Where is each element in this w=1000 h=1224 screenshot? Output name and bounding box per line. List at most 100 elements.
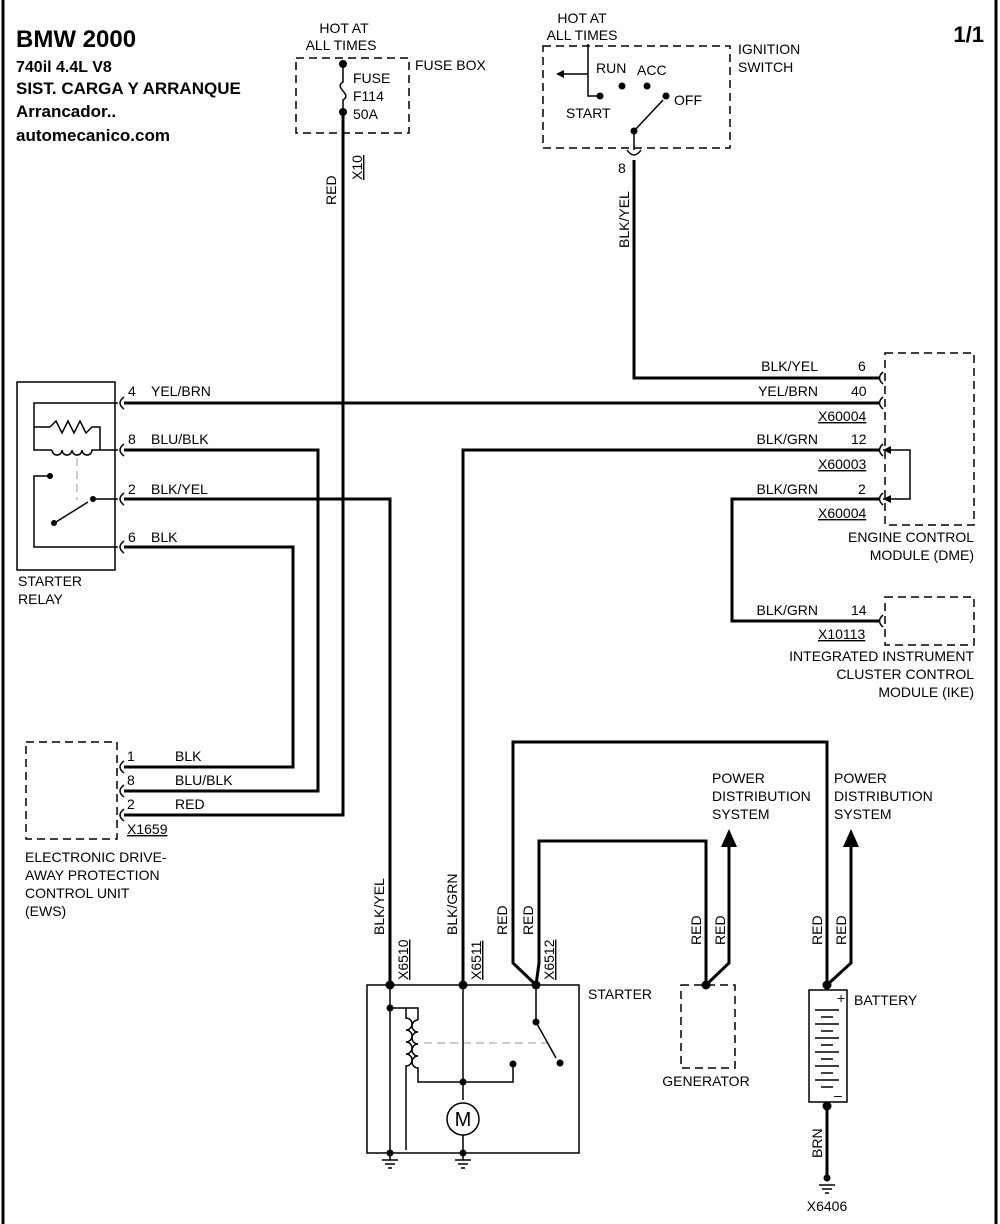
starter-outline bbox=[366, 984, 580, 1154]
ignition-pin8-socket bbox=[626, 149, 642, 156]
relay-contact-2 bbox=[90, 496, 96, 502]
dme-socket-40 bbox=[878, 396, 884, 410]
relay-socket-4 bbox=[119, 396, 125, 410]
wire-blkyel-relay-to-starter bbox=[124, 497, 392, 985]
generator-pds-3: SYSTEM bbox=[712, 806, 770, 822]
dme-arrow-2-icon bbox=[883, 495, 891, 503]
ews-pin-1: 1 bbox=[127, 748, 135, 764]
fuse-connector-x10: X10 bbox=[349, 155, 365, 180]
ike-socket-14 bbox=[878, 614, 884, 628]
relay-coil-lower bbox=[33, 427, 52, 451]
battery-positive-node bbox=[822, 980, 832, 990]
wire-red-fuse-to-ews bbox=[124, 112, 345, 817]
starter-connector-x6512: X6512 bbox=[541, 939, 557, 980]
relay-wire-8: BLU/BLK bbox=[151, 431, 209, 447]
wire-blkgrn-dme-to-starter bbox=[461, 448, 879, 985]
ews-control-unit: 1 BLK 8 BLU/BLK 2 RED X1659 ELECTRONIC D… bbox=[25, 741, 233, 919]
ews-label-2: AWAY PROTECTION bbox=[25, 867, 160, 883]
dme-label-1: ENGINE CONTROL bbox=[848, 529, 974, 545]
dme-connector-x60004-a: X60004 bbox=[818, 408, 866, 424]
website-line: automecanico.com bbox=[16, 126, 170, 145]
dme-wire-12: BLK/GRN bbox=[757, 431, 818, 447]
starter-relay: 4 YEL/BRN 8 BLU/BLK 2 BLK/YEL 6 BLK STAR… bbox=[16, 381, 211, 607]
ews-wire-1: BLK bbox=[175, 748, 202, 764]
relay-wire-6: BLK bbox=[151, 529, 178, 545]
arrow-up-icon bbox=[843, 829, 859, 847]
ike-outline bbox=[884, 596, 975, 646]
fuse-box: HOT AT ALL TIMES FUSE BOX FUSE F114 50A … bbox=[295, 20, 486, 205]
fuse-text-3: 50A bbox=[353, 106, 379, 122]
ike-label-3: MODULE (IKE) bbox=[878, 684, 974, 700]
generator-label: GENERATOR bbox=[662, 1073, 749, 1089]
ews-socket-8 bbox=[119, 784, 125, 798]
dme-pin-2: 2 bbox=[858, 481, 866, 497]
starter-contact-a bbox=[509, 1060, 517, 1068]
off-contact bbox=[662, 92, 670, 100]
ignition-hot-line1: HOT AT bbox=[557, 10, 607, 26]
starter-motor-label: M bbox=[455, 1109, 472, 1131]
ignition-switch-arm bbox=[633, 99, 664, 132]
battery-cells bbox=[815, 1009, 839, 1088]
starter-connector-x6510: X6510 bbox=[395, 939, 411, 980]
wire-blublk-relay-to-ews bbox=[124, 448, 320, 793]
battery-wire-red-2: RED bbox=[833, 915, 849, 945]
wire-red-battery-to-pds bbox=[825, 845, 853, 987]
wire-red-generator-to-pds bbox=[704, 845, 731, 987]
dme-arrow-12-icon bbox=[883, 446, 891, 454]
instrument-cluster-module: BLK/GRN 14 X10113 INTEGRATED INSTRUMENT … bbox=[757, 596, 975, 700]
battery-pds-1: POWER bbox=[834, 770, 887, 786]
ews-outline bbox=[25, 741, 118, 840]
battery-negative-node bbox=[822, 1101, 832, 1111]
ignition-label-2: SWITCH bbox=[738, 59, 793, 75]
dme-socket-12 bbox=[878, 443, 884, 457]
diagram-title: BMW 2000 bbox=[16, 26, 136, 53]
system-line: SIST. CARGA Y ARRANQUE bbox=[16, 79, 241, 98]
ignition-wire-color: BLK/YEL bbox=[616, 191, 632, 248]
ike-label-2: CLUSTER CONTROL bbox=[836, 666, 974, 682]
battery-pds-2: DISTRIBUTION bbox=[834, 788, 933, 804]
dme-socket-6 bbox=[878, 371, 884, 385]
battery-pds-3: SYSTEM bbox=[834, 806, 892, 822]
battery-outline bbox=[808, 989, 848, 1103]
wire-red-starter-to-battery bbox=[511, 740, 829, 987]
battery-wire-red-1: RED bbox=[809, 915, 825, 945]
dme-connector-x60004-b: X60004 bbox=[818, 505, 866, 521]
relay-contact-rest bbox=[47, 473, 53, 479]
fuse-text-1: FUSE bbox=[353, 70, 390, 86]
relay-coil-lead-4 bbox=[33, 402, 118, 428]
ews-connector-x1659: X1659 bbox=[127, 821, 168, 837]
ignition-switch: HOT AT ALL TIMES IGNITION SWITCH RUN ACC… bbox=[542, 10, 800, 248]
ike-pin-14: 14 bbox=[851, 602, 867, 618]
fuse-box-label: FUSE BOX bbox=[415, 57, 486, 73]
generator-wire-red-2: RED bbox=[712, 915, 728, 945]
ews-label-3: CONTROL UNIT bbox=[25, 885, 130, 901]
ignition-switch-outline bbox=[542, 45, 731, 149]
starter-label: STARTER bbox=[588, 986, 652, 1002]
starter-wire-blkgrn: BLK/GRN bbox=[444, 874, 460, 935]
ews-pin-2: 2 bbox=[127, 796, 135, 812]
dme-wire-40: YEL/BRN bbox=[758, 383, 818, 399]
battery-plus-sign: + bbox=[837, 990, 845, 1006]
acc-contact bbox=[643, 82, 651, 90]
starter-relay-outline bbox=[16, 381, 116, 571]
relay-pin-8: 8 bbox=[128, 431, 136, 447]
start-contact bbox=[596, 92, 604, 100]
dme-outline bbox=[884, 352, 975, 526]
generator-pds-1: POWER bbox=[712, 770, 765, 786]
dme-socket-2 bbox=[878, 492, 884, 506]
battery-ground-wire: BRN bbox=[809, 1128, 825, 1158]
relay-wire-2: BLK/YEL bbox=[151, 481, 208, 497]
ignition-run-label: RUN bbox=[596, 60, 626, 76]
arrow-left-icon bbox=[556, 70, 564, 78]
model-line: 740il 4.4L V8 bbox=[16, 59, 112, 76]
generator-node bbox=[701, 980, 711, 990]
relay-pin-2: 2 bbox=[128, 481, 136, 497]
starter-motor-assembly: STARTER BLK/YEL X6510 BLK/GRN X6511 RED … bbox=[366, 874, 652, 1169]
relay-switch-lead-6 bbox=[33, 475, 118, 548]
relay-pivot bbox=[51, 520, 57, 526]
starter-hold-in-lead bbox=[406, 1007, 419, 1020]
fuse-box-outline bbox=[295, 57, 410, 134]
relay-wire-4: YEL/BRN bbox=[151, 383, 211, 399]
starter-wire-blkyel: BLK/YEL bbox=[371, 878, 387, 935]
